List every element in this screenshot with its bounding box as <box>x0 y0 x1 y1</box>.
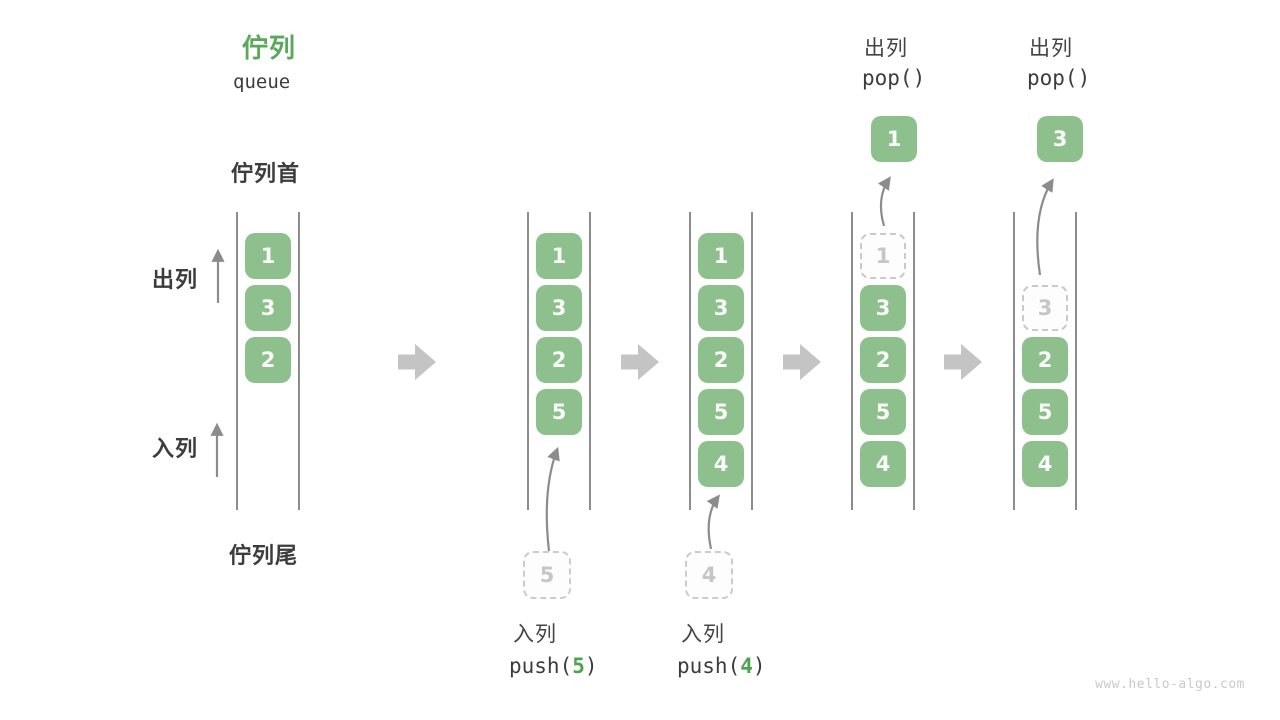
watermark: www.hello-algo.com <box>1095 677 1245 692</box>
queue-front-label: 佇列首 <box>231 161 301 186</box>
popped-value-box-1: 1 <box>871 116 917 162</box>
queue-cell: 4 <box>1022 441 1068 487</box>
diagram-title-zh: 佇列 <box>242 33 297 63</box>
queue-state-2: 1 3 2 5 <box>527 212 591 510</box>
queue-cell: 2 <box>536 337 582 383</box>
queue-wall-line <box>236 212 238 510</box>
queue-wall-line <box>298 212 300 510</box>
push-close-text: ) <box>584 654 598 678</box>
push-ghost-box-1: 5 <box>523 551 571 599</box>
pop-op-label-2: 出列 <box>1029 37 1073 60</box>
state-transition-arrow-1 <box>398 344 436 380</box>
queue-cell-ghost: 3 <box>1022 285 1068 331</box>
queue-wall-line <box>751 212 753 510</box>
queue-cell: 2 <box>860 337 906 383</box>
push-arg-text: 4 <box>740 654 753 678</box>
queue-wall-line <box>913 212 915 510</box>
queue-rear-label: 佇列尾 <box>229 543 299 568</box>
push-op-label-2: 入列 <box>681 623 725 646</box>
push-fn-text: push( <box>677 654 741 678</box>
pop-op-code-1: pop() <box>862 66 926 90</box>
push-close-text: ) <box>752 654 766 678</box>
queue-state-1: 1 3 2 <box>236 212 300 510</box>
queue-cell: 5 <box>1022 389 1068 435</box>
dequeue-side-label: 出列 <box>152 267 199 292</box>
queue-cell: 2 <box>1022 337 1068 383</box>
push-arg-text: 5 <box>572 654 585 678</box>
queue-cell: 2 <box>245 337 291 383</box>
queue-state-5: 3 2 5 4 <box>1013 212 1077 510</box>
queue-wall-line <box>589 212 591 510</box>
push-op-code-2: push(4) <box>677 654 766 678</box>
queue-cell: 3 <box>245 285 291 331</box>
state-transition-arrow-2 <box>621 344 659 380</box>
queue-state-3: 1 3 2 5 4 <box>689 212 753 510</box>
queue-cell: 1 <box>698 233 744 279</box>
queue-cell: 2 <box>698 337 744 383</box>
push-fn-text: push( <box>509 654 573 678</box>
pop-op-label-1: 出列 <box>864 37 908 60</box>
queue-wall-line <box>1013 212 1015 510</box>
queue-state-4: 1 3 2 5 4 <box>851 212 915 510</box>
queue-cell: 4 <box>698 441 744 487</box>
popped-value-box-2: 3 <box>1037 116 1083 162</box>
queue-wall-line <box>1075 212 1077 510</box>
queue-wall-line <box>689 212 691 510</box>
queue-cell: 5 <box>860 389 906 435</box>
enqueue-side-label: 入列 <box>152 436 199 461</box>
queue-cell-ghost: 1 <box>860 233 906 279</box>
push-op-label-1: 入列 <box>513 623 557 646</box>
queue-cell: 3 <box>860 285 906 331</box>
queue-cell: 4 <box>860 441 906 487</box>
push-ghost-box-2: 4 <box>685 551 733 599</box>
queue-wall-line <box>851 212 853 510</box>
state-transition-arrow-3 <box>783 344 821 380</box>
state-transition-arrow-4 <box>944 344 982 380</box>
push-op-code-1: push(5) <box>509 654 598 678</box>
queue-cell: 3 <box>698 285 744 331</box>
queue-cell: 1 <box>245 233 291 279</box>
queue-cell: 1 <box>536 233 582 279</box>
queue-cell: 5 <box>698 389 744 435</box>
queue-wall-line <box>527 212 529 510</box>
queue-cell: 3 <box>536 285 582 331</box>
queue-cell: 5 <box>536 389 582 435</box>
pop-op-code-2: pop() <box>1027 66 1091 90</box>
diagram-title-en: queue <box>233 71 291 93</box>
